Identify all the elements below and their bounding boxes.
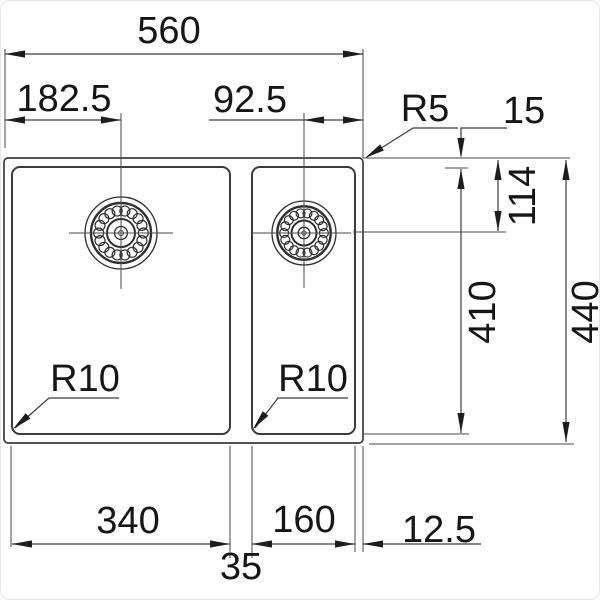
sink-outer-rim [3, 157, 364, 444]
label-overall-width: 560 [137, 10, 200, 52]
label-right-drain-offset: 92.5 [213, 79, 287, 121]
arrow-410-bottom [457, 413, 465, 433]
arrow-r5-leader [365, 144, 384, 158]
arrow-560-left [5, 50, 25, 58]
leader-r5 [366, 127, 458, 158]
label-drain-depth: 114 [502, 166, 544, 227]
label-right-bowl-width: 160 [272, 499, 335, 541]
arrow-340-left [12, 540, 32, 548]
arrow-r10-right-leader [253, 411, 269, 429]
arrow-160-left [252, 540, 272, 548]
label-bowl-length: 410 [462, 280, 504, 343]
arrow-114-bottom [494, 211, 502, 231]
label-outer-corner-radius: R5 [401, 88, 450, 130]
arrow-182-5-left [5, 116, 25, 124]
dim-line-15 [460, 127, 507, 156]
label-left-bowl-width: 340 [96, 500, 159, 542]
label-divider-width: 35 [220, 546, 262, 588]
label-left-bowl-radius: R10 [50, 358, 120, 400]
label-overall-depth: 440 [565, 280, 600, 343]
arrow-440-bottom [562, 422, 570, 442]
label-right-bowl-radius: R10 [278, 358, 348, 400]
arrow-15-top [457, 138, 465, 158]
label-left-drain-offset: 182.5 [16, 78, 111, 120]
leader-r10-right [254, 397, 348, 429]
right-drain [252, 200, 351, 266]
arrow-r10-left-leader [13, 413, 31, 429]
label-right-rim: 12.5 [402, 509, 476, 551]
arrow-560-right [343, 50, 363, 58]
arrow-92-5-left [304, 116, 324, 124]
arrow-114-top [494, 160, 502, 180]
arrow-182-5-right [101, 116, 121, 124]
arrow-340-right [210, 540, 230, 548]
arrow-160-right [335, 540, 355, 548]
arrow-440-top [562, 160, 570, 180]
arrow-92-5-right [343, 116, 363, 124]
arrow-410-top [457, 169, 465, 189]
label-top-rim: 15 [503, 90, 545, 132]
leader-r10-left [14, 397, 119, 429]
arrow-12-5 [363, 540, 383, 548]
